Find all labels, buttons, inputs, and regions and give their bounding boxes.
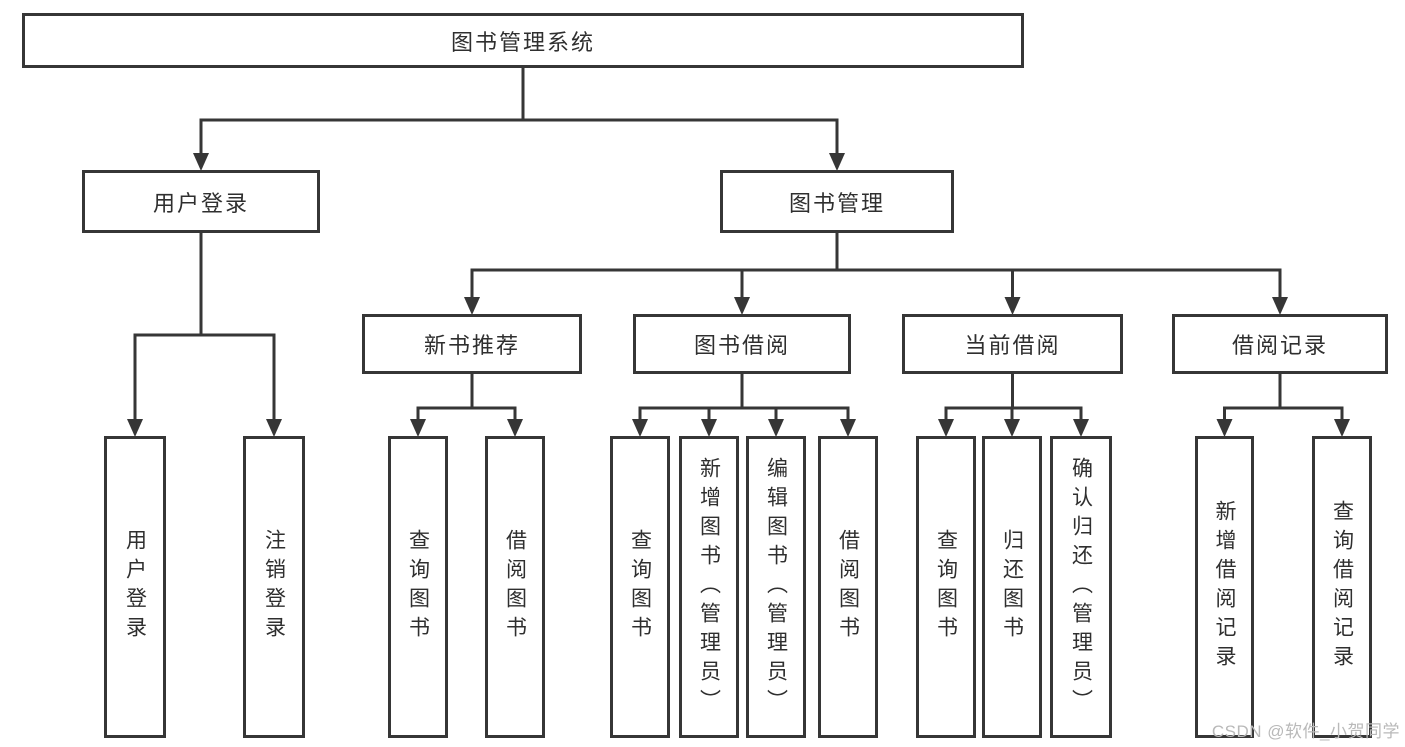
node-label: 用户登录 xyxy=(123,529,147,645)
node-rec-query: 查询借阅记录 xyxy=(1312,436,1372,738)
node-label: 图书管理 xyxy=(788,190,885,216)
node-label: 借阅图书 xyxy=(503,529,527,645)
node-label: 当前借阅 xyxy=(964,333,1061,358)
node-bw-edit: 编辑图书（管理员） xyxy=(746,436,806,738)
node-label: 新增借阅记录 xyxy=(1213,500,1236,674)
node-current: 当前借阅 xyxy=(902,314,1123,374)
node-label: 查询图书 xyxy=(934,529,958,645)
node-label: 注销登录 xyxy=(262,529,286,645)
node-logout: 注销登录 xyxy=(243,436,305,738)
node-nb-query: 查询图书 xyxy=(388,436,448,738)
node-label: 编辑图书（管理员） xyxy=(764,456,788,718)
node-label: 借阅图书 xyxy=(836,529,860,645)
node-label: 确认归还（管理员） xyxy=(1069,456,1093,718)
node-system: 图书管理系统 xyxy=(22,13,1024,68)
node-nb-borrow: 借阅图书 xyxy=(485,436,545,738)
node-label: 新增图书（管理员） xyxy=(697,456,721,718)
node-label: 图书管理系统 xyxy=(450,29,595,55)
node-label: 查询图书 xyxy=(628,529,652,645)
node-label: 查询借阅记录 xyxy=(1330,500,1354,674)
node-cur-return: 归还图书 xyxy=(982,436,1042,738)
node-label: 归还图书 xyxy=(1000,529,1024,645)
node-label: 用户登录 xyxy=(152,190,249,216)
node-login: 用户登录 xyxy=(82,170,320,233)
node-borrow: 图书借阅 xyxy=(633,314,851,374)
node-bw-query: 查询图书 xyxy=(610,436,670,738)
node-label: 图书借阅 xyxy=(693,333,790,358)
node-newbook: 新书推荐 xyxy=(362,314,582,374)
node-bookmgmt: 图书管理 xyxy=(720,170,954,233)
node-user-login: 用户登录 xyxy=(104,436,166,738)
node-cur-confirm: 确认归还（管理员） xyxy=(1050,436,1112,738)
watermark-text: CSDN @软件_小贺同学 xyxy=(1211,722,1400,741)
node-label: 查询图书 xyxy=(406,529,430,645)
node-label: 新书推荐 xyxy=(423,333,520,358)
node-rec-add: 新增借阅记录 xyxy=(1195,436,1254,738)
node-bw-borrow: 借阅图书 xyxy=(818,436,878,738)
node-bw-add: 新增图书（管理员） xyxy=(679,436,739,738)
node-cur-query: 查询图书 xyxy=(916,436,976,738)
node-records: 借阅记录 xyxy=(1172,314,1388,374)
node-label: 借阅记录 xyxy=(1231,333,1328,358)
